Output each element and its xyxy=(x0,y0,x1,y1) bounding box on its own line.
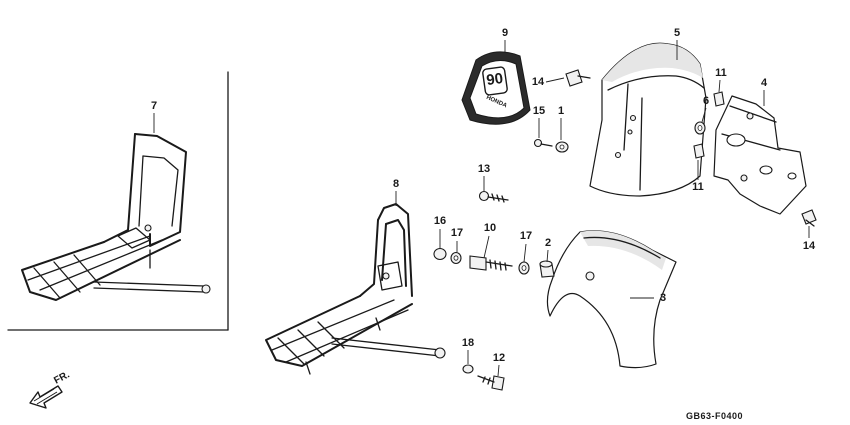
bolt-part-14-lower[interactable] xyxy=(801,209,817,227)
callout-17-right: 17 xyxy=(520,230,532,242)
front-direction-label: FR. xyxy=(52,369,72,386)
washer-part-18[interactable] xyxy=(462,364,474,374)
callout-14-upper: 14 xyxy=(532,76,545,88)
callout-17-left: 17 xyxy=(451,227,463,239)
callout-15: 15 xyxy=(533,105,545,117)
emblem-number: 90 xyxy=(485,70,504,89)
callout-4: 4 xyxy=(761,77,768,89)
callout-1: 1 xyxy=(558,105,564,117)
washer-part-17-right[interactable] xyxy=(518,261,530,275)
callout-8: 8 xyxy=(393,178,399,190)
collar-part-2[interactable] xyxy=(539,260,555,278)
callout-2: 2 xyxy=(545,237,551,249)
clip-part-11-upper[interactable] xyxy=(713,91,725,107)
grommet-part-6[interactable] xyxy=(694,121,706,135)
leader-lines xyxy=(153,40,810,377)
callout-9: 9 xyxy=(502,27,508,39)
front-cover-part-5[interactable] xyxy=(589,42,707,197)
bolt-part-13[interactable] xyxy=(478,190,509,203)
diagram-code: GB63-F0400 xyxy=(686,411,743,421)
callouts: 7 8 9 5 4 14 15 1 6 11 11 14 13 16 17 10… xyxy=(151,27,816,364)
lower-front-cover-part-3[interactable] xyxy=(546,230,677,369)
callout-14-lower: 14 xyxy=(803,240,816,252)
callout-18: 18 xyxy=(462,337,474,349)
callout-16: 16 xyxy=(434,215,446,227)
nut-part-16[interactable] xyxy=(433,247,447,261)
callout-10: 10 xyxy=(484,222,496,234)
clip-part-11-lower[interactable] xyxy=(693,143,705,159)
rear-carrier-part-7[interactable] xyxy=(21,133,211,301)
front-direction-arrow-icon: FR. xyxy=(29,369,72,409)
callout-11-lower: 11 xyxy=(692,181,704,193)
callout-7: 7 xyxy=(151,100,157,112)
stud-bolt-part-10[interactable] xyxy=(469,255,513,271)
callout-12: 12 xyxy=(493,352,505,364)
bracket-plate-part-4[interactable] xyxy=(713,95,807,215)
washer-part-17-left[interactable] xyxy=(450,251,462,265)
callout-6: 6 xyxy=(703,95,709,107)
inset-frame xyxy=(7,71,229,331)
bolt-part-12[interactable] xyxy=(477,375,505,391)
screw-part-15[interactable] xyxy=(533,138,553,148)
rear-carrier-part-8[interactable] xyxy=(265,203,446,375)
callout-5: 5 xyxy=(674,27,680,39)
callout-3: 3 xyxy=(660,292,666,304)
front-emblem-part-9[interactable]: 90 HONDA xyxy=(461,51,531,125)
bolt-part-14-upper[interactable] xyxy=(565,69,591,87)
callout-13: 13 xyxy=(478,163,490,175)
callout-11-upper: 11 xyxy=(715,67,727,79)
nut-part-1[interactable] xyxy=(555,141,569,153)
